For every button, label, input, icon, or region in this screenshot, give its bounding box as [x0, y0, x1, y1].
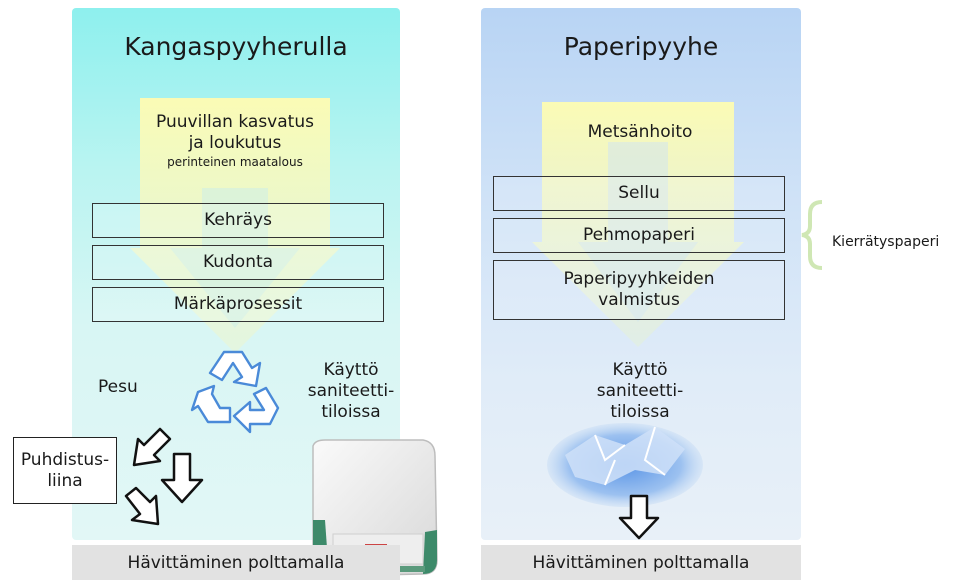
recycled-paper-label: Kierrätyspaperi [832, 234, 940, 250]
outline-arrow-icon [124, 486, 160, 526]
box-pulp: Sellu [493, 176, 785, 211]
footer-label: Hävittäminen polttamalla [532, 552, 750, 573]
process-arrow [532, 102, 744, 347]
cleaning-rag-box: Puhdistus- liina [13, 437, 117, 504]
disposal-footer-left: Hävittäminen polttamalla [72, 545, 400, 580]
curly-brace-icon [801, 200, 823, 270]
paper-tissue-icon [547, 423, 703, 507]
box-weaving: Kudonta [92, 245, 384, 280]
usage-right: Käyttö saniteetti- tiloissa [570, 360, 710, 423]
outline-arrow-icon [132, 427, 172, 467]
box-spinning: Kehräys [92, 203, 384, 238]
footer-label: Hävittäminen polttamalla [127, 552, 345, 573]
usage-left: Käyttö saniteetti- tiloissa [296, 360, 406, 423]
rag-label: Puhdistus- [20, 449, 110, 470]
usage-label: saniteetti- [307, 381, 395, 401]
step-label: Puuvillan kasvatus [156, 112, 314, 132]
usage-label: Käyttö [323, 360, 379, 380]
box-tissue-paper: Pehmopaperi [493, 218, 785, 253]
box-label: valmistus [598, 290, 680, 310]
step-cotton: Puuvillan kasvatus ja loukutus perintein… [120, 112, 350, 170]
outline-arrow-icon [160, 452, 204, 504]
box-wet-processes: Märkäprosessit [92, 287, 384, 322]
usage-label: tiloissa [321, 402, 381, 422]
step-label: ja loukutus [188, 133, 282, 153]
box-towel-manufacturing: Paperipyyhkeiden valmistus [493, 260, 785, 320]
box-label: Paperipyyhkeiden [563, 269, 715, 289]
usage-label: Käyttö [612, 360, 668, 380]
disposal-footer-right: Hävittäminen polttamalla [481, 545, 801, 580]
usage-label: saniteetti- [596, 381, 684, 401]
box-label: Sellu [618, 183, 660, 203]
rag-label: liina [47, 470, 83, 491]
box-label: Märkäprosessit [173, 294, 303, 314]
step-subtitle: perinteinen maatalous [167, 155, 303, 169]
box-label: Pehmopaperi [582, 225, 695, 245]
process-arrow [130, 98, 340, 353]
box-label: Kehräys [204, 210, 272, 230]
wash-label: Pesu [98, 377, 138, 397]
box-label: Kudonta [202, 252, 274, 272]
step-forestry: Metsänhoito [587, 122, 693, 142]
panel-title: Paperipyyhe [563, 32, 719, 61]
panel-title: Kangaspyyherulla [124, 32, 348, 61]
usage-label: tiloissa [610, 402, 670, 422]
recycle-icon [190, 350, 280, 434]
outline-arrow-icon [618, 494, 660, 540]
